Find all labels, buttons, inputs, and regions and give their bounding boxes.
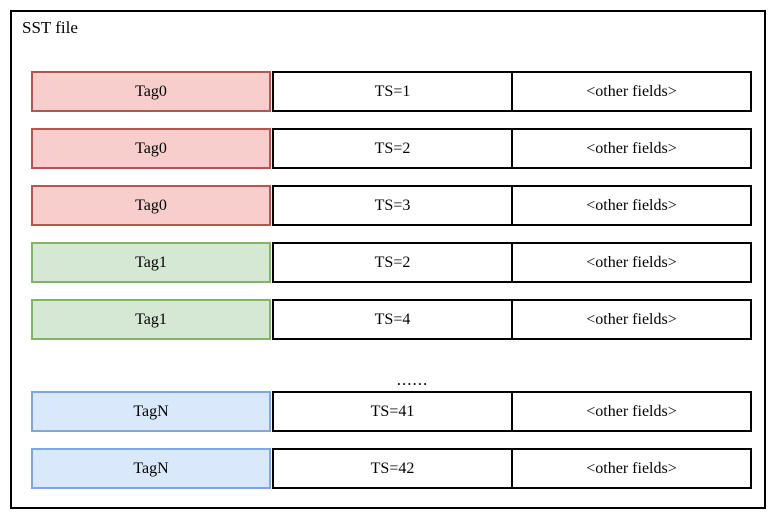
ellipsis-label: ......: [396, 370, 429, 389]
sst-file-title: SST file: [22, 18, 78, 37]
record-other-fields-cell: <other fields>: [511, 71, 752, 112]
record-tag-cell: Tag0: [31, 71, 271, 112]
record-timestamp-cell: TS=3: [272, 185, 513, 226]
ellipsis-row: ......: [31, 367, 754, 393]
record-other-fields-cell: <other fields>: [511, 448, 752, 489]
record-other-fields-cell: <other fields>: [511, 185, 752, 226]
record-other-fields-cell: <other fields>: [511, 242, 752, 283]
record-other-fields-cell: <other fields>: [511, 299, 752, 340]
record-timestamp-cell: TS=2: [272, 128, 513, 169]
record-timestamp-cell: TS=4: [272, 299, 513, 340]
record-timestamp-cell: TS=1: [272, 71, 513, 112]
record-tag-cell: Tag0: [31, 185, 271, 226]
record-tag-cell: Tag1: [31, 299, 271, 340]
record-other-fields-cell: <other fields>: [511, 391, 752, 432]
record-tag-cell: Tag0: [31, 128, 271, 169]
record-tag-cell: TagN: [31, 448, 271, 489]
record-timestamp-cell: TS=41: [272, 391, 513, 432]
record-timestamp-cell: TS=42: [272, 448, 513, 489]
record-tag-cell: TagN: [31, 391, 271, 432]
record-other-fields-cell: <other fields>: [511, 128, 752, 169]
record-tag-cell: Tag1: [31, 242, 271, 283]
record-timestamp-cell: TS=2: [272, 242, 513, 283]
